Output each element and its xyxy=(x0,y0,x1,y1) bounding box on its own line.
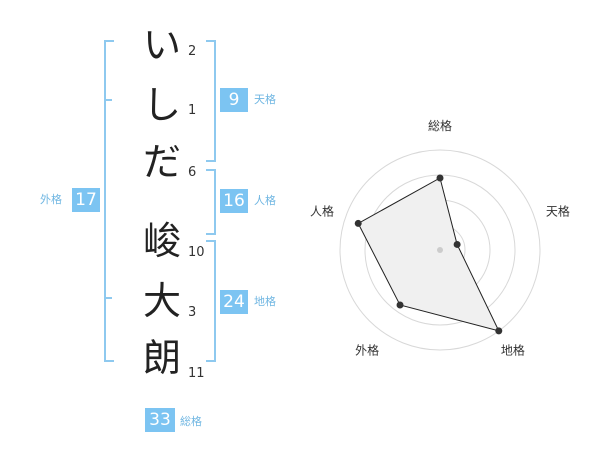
stroke-count-2: 1 xyxy=(188,103,197,118)
radar-axis-label: 地格 xyxy=(501,342,525,357)
gaikaku-bracket-tick xyxy=(104,297,112,299)
radar-axis-label: 外格 xyxy=(355,342,379,357)
stroke-count-4: 10 xyxy=(188,245,205,260)
jinkaku-label: 人格 xyxy=(254,194,276,207)
chikaku-bracket xyxy=(206,240,216,362)
radar-point xyxy=(396,301,404,309)
name-char-2: し xyxy=(142,83,181,127)
name-char-3: だ xyxy=(142,140,181,184)
jinkaku-bracket xyxy=(206,169,216,235)
name-char-5: 大 xyxy=(142,279,181,323)
stroke-count-1: 2 xyxy=(188,44,197,59)
tenkaku-label: 天格 xyxy=(254,93,276,106)
radar-point xyxy=(453,240,461,248)
gaikaku-badge: 17 xyxy=(72,188,100,212)
name-char-6: 朗 xyxy=(142,336,181,380)
gaikaku-label: 外格 xyxy=(40,193,62,206)
gaikaku-bracket xyxy=(104,40,114,362)
chikaku-label: 地格 xyxy=(254,295,276,308)
name-char-1: い xyxy=(142,23,181,67)
stroke-count-6: 11 xyxy=(188,366,205,381)
radar-axis-label: 総格 xyxy=(428,118,452,133)
soukaku-badge: 33 xyxy=(145,408,175,432)
radar-ring xyxy=(339,149,541,351)
radar-center-dot xyxy=(437,247,443,253)
tenkaku-bracket xyxy=(206,40,216,162)
soukaku-label: 総格 xyxy=(180,415,202,428)
radar-point xyxy=(436,174,444,182)
radar-points xyxy=(354,174,503,335)
name-char-4: 峻 xyxy=(142,219,181,263)
chikaku-badge: 24 xyxy=(220,290,248,314)
radar-axis-label: 天格 xyxy=(546,204,570,219)
radar-axis-label: 人格 xyxy=(310,204,334,219)
jinkaku-badge: 16 xyxy=(220,189,248,213)
tenkaku-badge: 9 xyxy=(220,88,248,112)
radar-point xyxy=(495,327,503,335)
radar-point xyxy=(354,219,362,227)
gaikaku-bracket-tick xyxy=(104,99,112,101)
stroke-count-5: 3 xyxy=(188,305,197,320)
radar-area xyxy=(357,177,500,332)
stroke-count-3: 6 xyxy=(188,165,197,180)
